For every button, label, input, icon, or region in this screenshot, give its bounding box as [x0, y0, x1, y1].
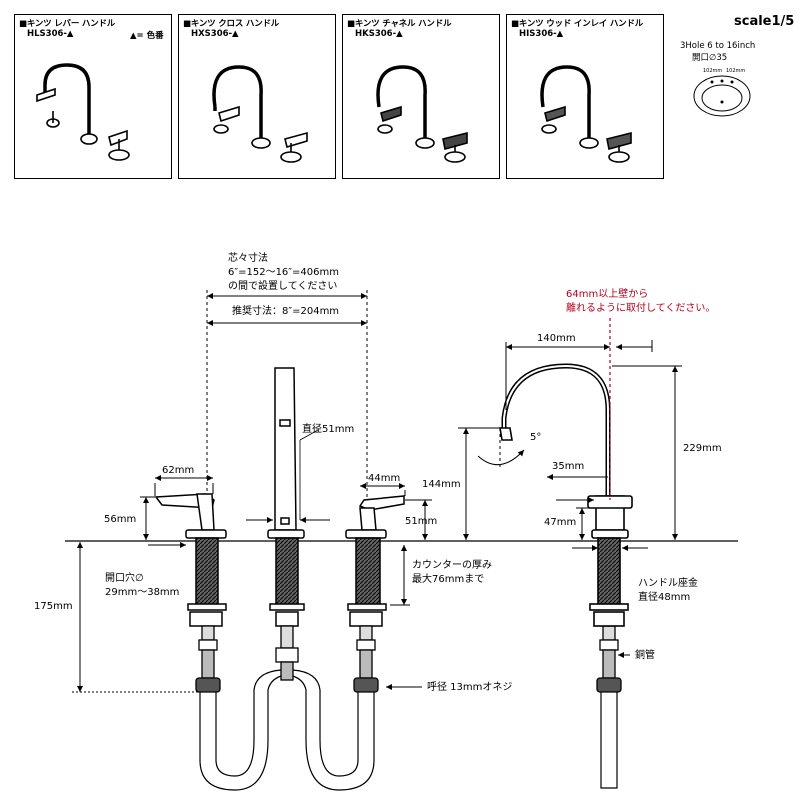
cross-handle-panel: ■キンツ クロス ハンドル HXS306-▲ — [178, 14, 336, 179]
panel-code: HXS306-▲ — [191, 29, 239, 39]
hole-size-label: 開口穴∅ — [105, 573, 144, 584]
panel-title: ■キンツ チャネル ハンドル — [347, 19, 452, 29]
dim-handle-height: 56mm — [104, 514, 137, 525]
panel-code: HKS306-▲ — [355, 29, 403, 39]
hole-info: 3Hole 6 to 16inch 開口∅35 — [680, 40, 755, 64]
dim-spout-diameter: 直径51mm — [302, 424, 355, 435]
recommended-spacing: 推奨寸法：8″=204mm — [232, 306, 340, 317]
lever-handle-panel: ■キンツ レバー ハンドル HLS306-▲ ▲= 色番 — [14, 14, 172, 179]
color-legend: ▲= 色番 — [130, 31, 164, 41]
base-label: ハンドル座金 — [638, 578, 698, 589]
wood-inlay-faucet-illustration — [540, 65, 632, 163]
dim-handle-offset: 35mm — [552, 461, 585, 472]
dim-total-depth: 175mm — [34, 601, 73, 612]
lever-faucet-illustration — [36, 63, 130, 161]
right-handle — [345, 495, 405, 627]
counter-thickness-max: 最大76mmまで — [412, 574, 485, 585]
side-faucet — [499, 363, 633, 627]
dim-handle-length: 62mm — [162, 465, 195, 476]
panel-title: ■キンツ ウッド インレイ ハンドル — [511, 19, 644, 29]
center-distance-range: 6″=152〜16″=406mm — [228, 267, 339, 278]
base-diameter: 直径48mm — [638, 592, 691, 603]
hole-dim-a: 102mm — [703, 68, 722, 74]
wall-clearance-note: 64mm以上壁から — [566, 289, 649, 300]
channel-handle-panel: ■キンツ チャネル ハンドル HKS306-▲ — [342, 14, 500, 179]
dim-spout-reach: 140mm — [537, 333, 576, 344]
center-distance-note: の間で設置してください — [228, 281, 338, 292]
hole-diameter: 開口∅35 — [692, 53, 728, 63]
dim-valve-height: 51mm — [405, 516, 438, 527]
dim-handle-width: 44mm — [368, 473, 401, 484]
panel-code: HLS306-▲ — [27, 29, 74, 39]
channel-faucet-illustration — [376, 65, 468, 163]
panel-title: ■キンツ レバー ハンドル — [19, 19, 116, 29]
scale-label: scale1/5 — [734, 14, 795, 29]
cross-faucet-illustration — [212, 65, 308, 163]
wood-inlay-handle-panel: ■キンツ ウッド インレイ ハンドル HIS306-▲ — [506, 14, 664, 179]
dim-spout-height: 229mm — [683, 443, 722, 454]
counter-thickness-label: カウンターの厚み — [412, 560, 492, 571]
dim-handle-base: 47mm — [544, 517, 577, 528]
wall-clearance-note-2: 離れるように取付してください。 — [566, 303, 716, 314]
copper-pipe-label: 銅管 — [635, 650, 655, 661]
sink-basin-icon: 102mm 102mm — [693, 68, 751, 117]
hole-size-range: 29mm〜38mm — [105, 587, 180, 598]
center-distance-title: 芯々寸法 — [228, 253, 268, 264]
dim-outlet-height: 144mm — [422, 479, 461, 490]
hole-spec: 3Hole 6 to 16inch — [680, 41, 756, 51]
dim-angle: 5° — [530, 432, 542, 443]
panel-title: ■キンツ クロス ハンドル — [183, 19, 280, 29]
center-spout — [267, 367, 305, 627]
panel-code: HIS306-▲ — [519, 29, 564, 39]
hole-dim-b: 102mm — [726, 68, 745, 74]
thread-size-label: 呼径 13mmオネジ — [427, 682, 513, 693]
left-handle — [154, 493, 227, 627]
